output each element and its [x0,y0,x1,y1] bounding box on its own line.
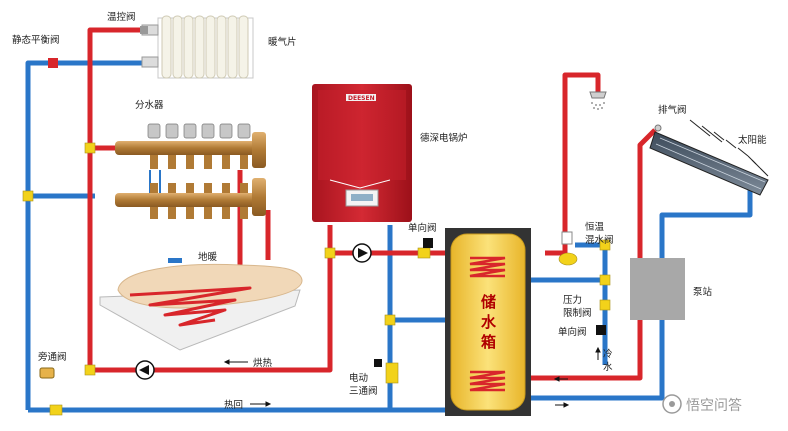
water-tank-icon [445,228,531,416]
radiator-icon [141,15,254,79]
thermostatic-valve-label: 温控阀 [107,11,136,23]
floor-heating-label: 地暖 [198,251,218,263]
manifold-icon [115,123,266,219]
radiator-label: 暖气片 [268,36,297,48]
constant-temp-label: 恒温 [585,221,605,233]
three-way-valve-label: 三通阀 [349,385,378,397]
pump-icon-2 [135,360,155,380]
pump-station-icon [630,258,685,320]
electric-label: 电动 [349,372,368,384]
pump-station-label: 泵站 [693,286,713,298]
shower-icon [589,91,607,110]
boiler-brand: DEESEN [348,95,375,102]
floor-heating-icon [99,258,303,351]
bypass-valve-label: 旁通阀 [38,351,67,363]
tank-label-3: 箱 [481,333,496,351]
solar-panel-icon [649,119,769,196]
valve-icon [39,26,606,379]
boiler-label: 德深电锅炉 [420,132,468,144]
pump-icon [352,243,372,263]
return-water-label: 热回 [224,399,243,411]
cold-pipes [25,60,753,413]
check-valve-label-1: 单向阀 [408,222,437,234]
watermark-text: 悟空问答 [686,397,742,414]
static-balance-valve-label: 静态平衡阀 [12,34,60,46]
drying-label: 烘热 [253,357,273,369]
flow-arrows [223,346,601,408]
watermark: 悟空问答 [662,394,742,414]
check-valve-label-2: 单向阀 [558,326,587,338]
solar-label: 太阳能 [738,134,767,146]
electric-boiler-icon [312,84,412,222]
tank-label-1: 储 [481,293,496,311]
mixing-valve-label: 混水阀 [585,234,614,246]
limit-valve-label: 限制阀 [563,307,592,319]
cold-label: 冷 [603,348,613,360]
pressure-label: 压力 [563,294,582,306]
exhaust-valve-label: 排气阀 [658,104,687,116]
water-label: 水 [603,361,613,373]
tank-label-2: 水 [481,313,497,331]
manifold-label: 分水器 [135,99,164,111]
fittings [22,142,611,416]
